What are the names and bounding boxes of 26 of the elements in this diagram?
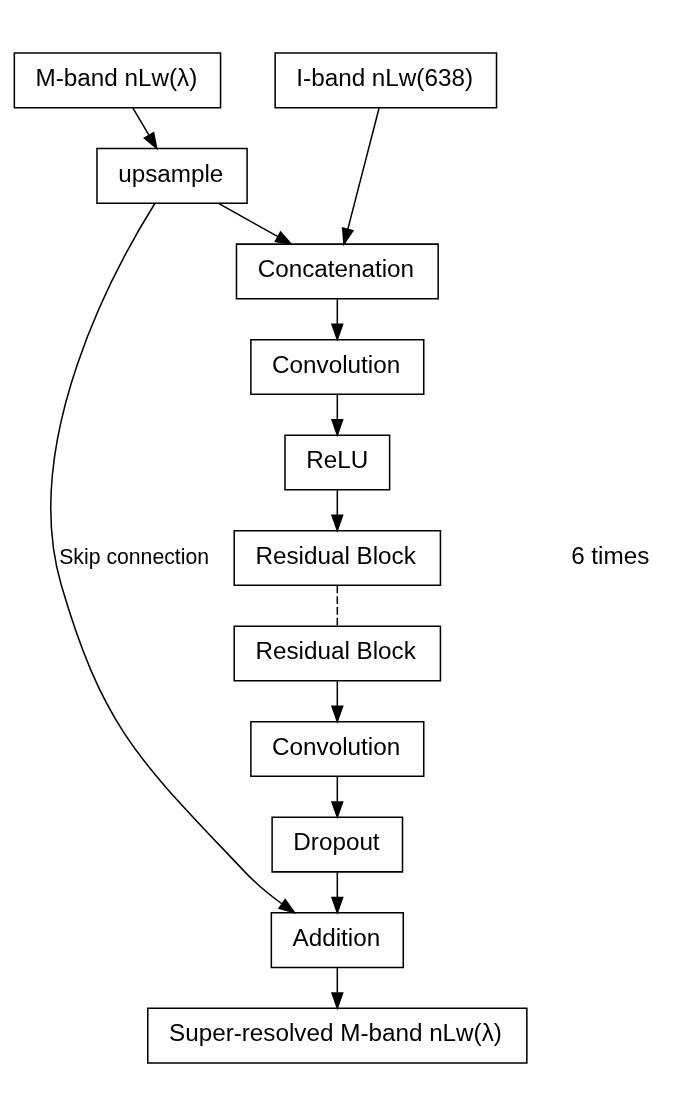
node-box: Convolution: [250, 338, 425, 395]
node-box: Concatenation: [235, 242, 439, 299]
arrow: [330, 393, 344, 437]
node-box: Residual Block: [233, 529, 442, 586]
arrow: [217, 202, 294, 245]
arrow: [330, 489, 344, 533]
label: 6 times: [571, 541, 650, 569]
arrow: [132, 106, 158, 150]
connector: [336, 584, 339, 627]
edge-label: Skip connection: [59, 544, 210, 568]
node-box: Residual Block: [233, 624, 442, 682]
arrow: [330, 297, 344, 342]
node-box: Addition: [270, 911, 405, 968]
node-box: Super-resolved M-band nLw(λ): [147, 1007, 528, 1064]
arrow: [330, 966, 344, 1010]
node-box: I-band nLw(638): [274, 51, 498, 108]
node-box: M-band nLw(λ): [13, 51, 222, 108]
node-box: Dropout: [271, 816, 404, 873]
arrow: [341, 106, 380, 246]
arrow: [330, 680, 344, 724]
arrow: [50, 202, 297, 914]
node-box: ReLU: [284, 433, 391, 491]
node-box: upsample: [96, 147, 248, 204]
node-box: Convolution: [250, 720, 425, 777]
arrow: [330, 871, 344, 915]
arrow: [330, 775, 344, 819]
